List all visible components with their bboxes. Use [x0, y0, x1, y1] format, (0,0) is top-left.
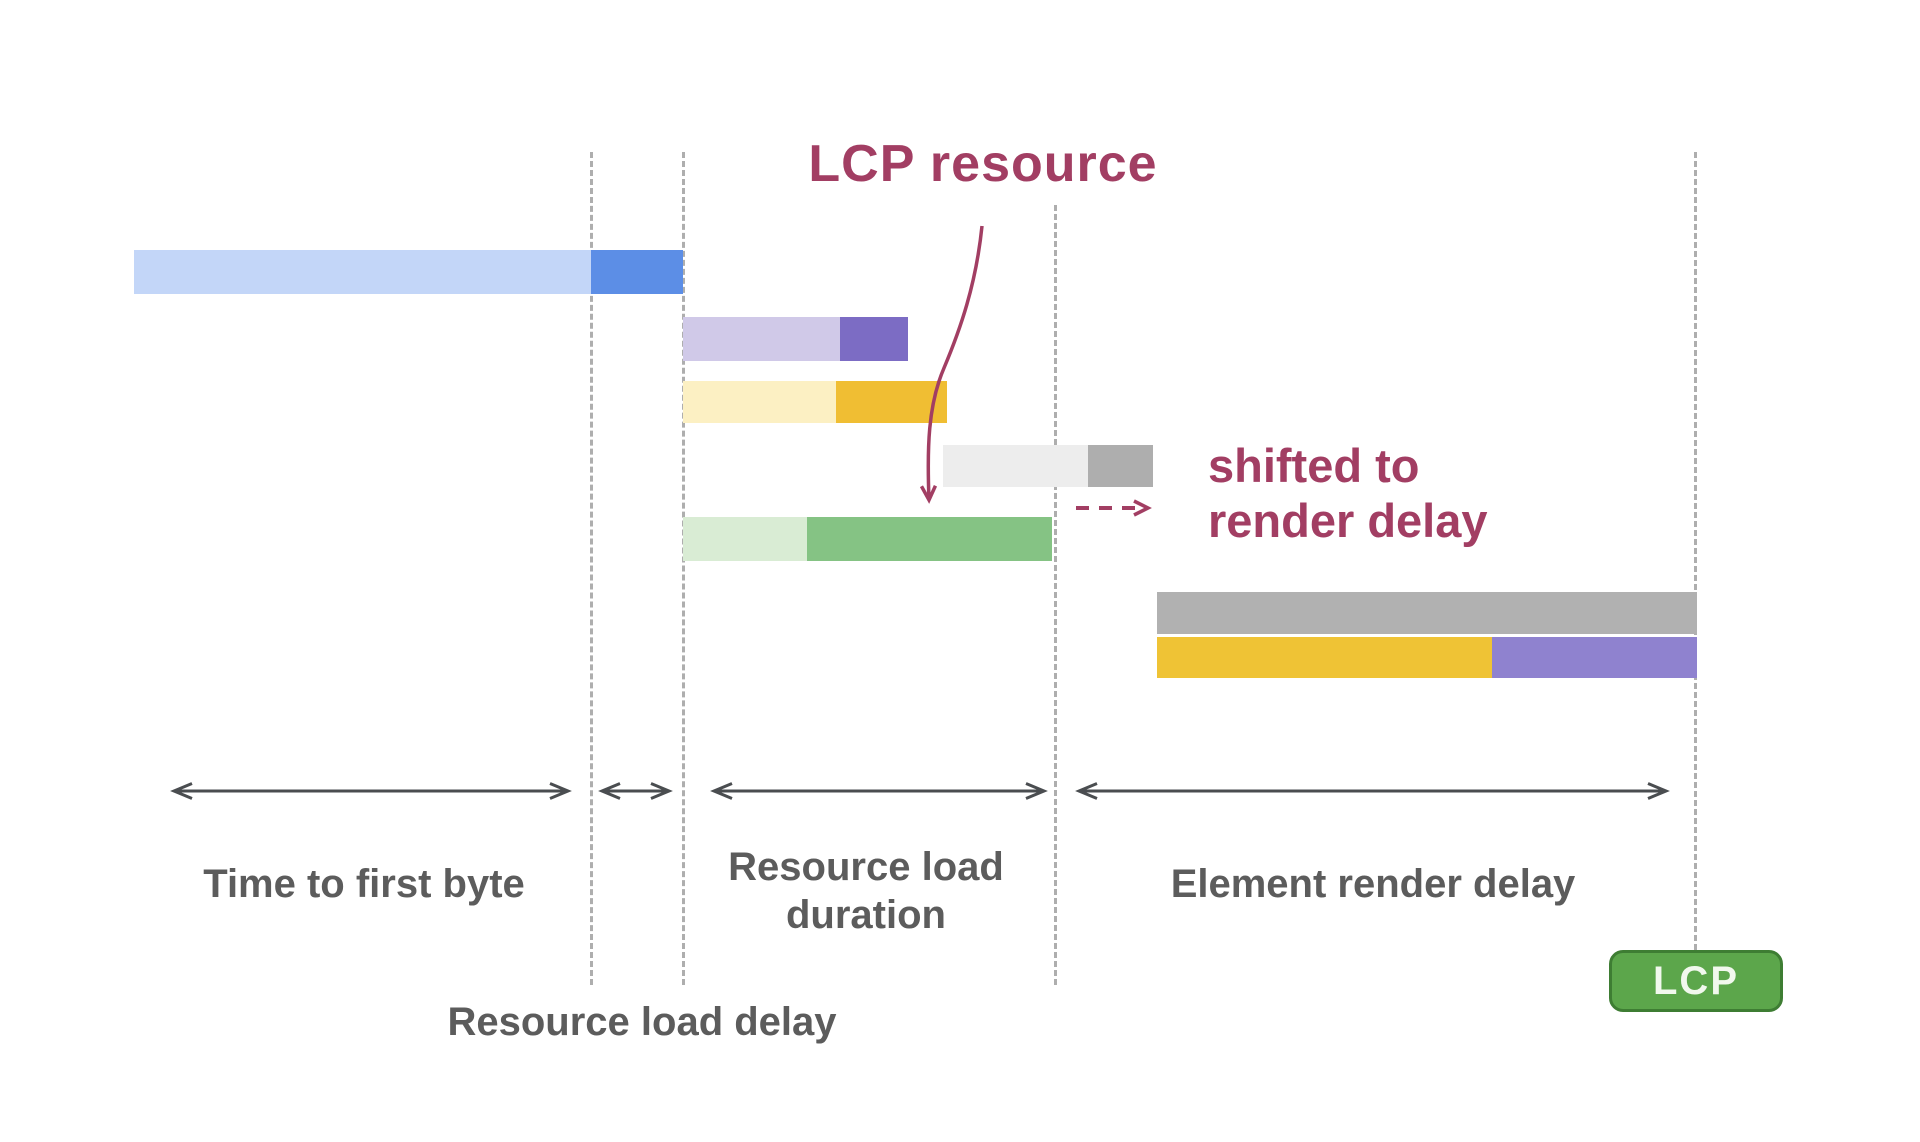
- resource-load-duration-line1: Resource load: [728, 845, 1004, 889]
- segment-long-yellow: [1157, 637, 1492, 678]
- bar-render-yellow-purple: [1157, 637, 1697, 678]
- shifted-annotation-line2: render delay: [1208, 494, 1488, 547]
- lcp-resource-annotation: LCP resource: [808, 135, 1158, 193]
- shifted-annotation-line1: shifted to: [1208, 439, 1420, 492]
- segment-long-gray: [1157, 592, 1697, 634]
- segment-amber-dark: [836, 381, 947, 423]
- segment-blue-light: [134, 250, 591, 294]
- resource-load-delay-label: Resource load delay: [447, 1000, 837, 1044]
- bar-resource-purple: [683, 317, 908, 361]
- guide-line-load-start: [682, 152, 685, 985]
- shifted-to-render-delay-annotation: shifted to render delay: [1208, 438, 1488, 548]
- segment-blue-dark: [591, 250, 683, 294]
- segment-long-purple: [1492, 637, 1697, 678]
- segment-purple-dark: [840, 317, 908, 361]
- element-render-delay-label: Element render delay: [1170, 862, 1576, 906]
- guide-line-load-end: [1054, 205, 1057, 985]
- bar-resource-amber: [683, 381, 947, 423]
- time-to-first-byte-label: Time to first byte: [203, 862, 525, 906]
- guide-line-ttfb-end: [590, 152, 593, 985]
- segment-gray-dark: [1088, 445, 1153, 487]
- lcp-badge-label: LCP: [1653, 958, 1739, 1003]
- bar-resource-gray: [943, 445, 1153, 487]
- guide-line-lcp: [1694, 152, 1697, 950]
- segment-purple-light: [683, 317, 840, 361]
- segment-green-dark: [807, 517, 1052, 561]
- bar-render-gray-long: [1157, 592, 1697, 634]
- segment-amber-light: [683, 381, 836, 423]
- segment-green-light: [683, 517, 807, 561]
- bar-document-blue: [134, 250, 683, 294]
- segment-gray-light: [943, 445, 1088, 487]
- resource-load-duration-line2: duration: [786, 893, 946, 937]
- resource-load-duration-label: Resource load duration: [728, 843, 1004, 939]
- bar-lcp-resource-green: [683, 517, 1052, 561]
- lcp-badge: LCP: [1609, 950, 1783, 1012]
